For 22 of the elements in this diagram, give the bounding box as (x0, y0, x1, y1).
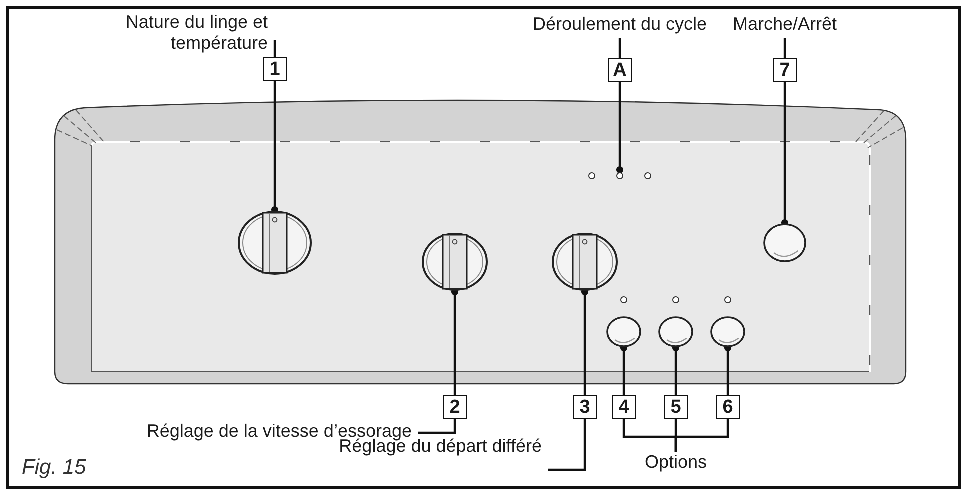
callout-number: 3 (573, 395, 597, 419)
figure-label: Fig. 15 (22, 455, 86, 481)
callout-number: 6 (716, 395, 740, 419)
leader-line (618, 38, 622, 58)
callout-number: 2 (443, 395, 467, 419)
callout-number: 7 (773, 58, 797, 82)
part-label: Options (630, 452, 722, 478)
part-label: Nature du linge et température (60, 12, 268, 54)
leader-line (418, 419, 456, 434)
leader-line (548, 419, 586, 472)
leader-line (784, 38, 786, 58)
callout-number: A (608, 58, 632, 82)
leader-line (581, 288, 589, 395)
leader-line (271, 81, 279, 214)
callout-number: 5 (664, 395, 688, 419)
leader-line (274, 40, 276, 57)
part-label: Marche/Arrêt (705, 14, 865, 38)
callout-number: 4 (612, 395, 636, 419)
callout-number: 1 (263, 57, 287, 81)
leader-line (674, 419, 730, 452)
leader-line (616, 82, 624, 174)
leader-line (451, 288, 459, 395)
